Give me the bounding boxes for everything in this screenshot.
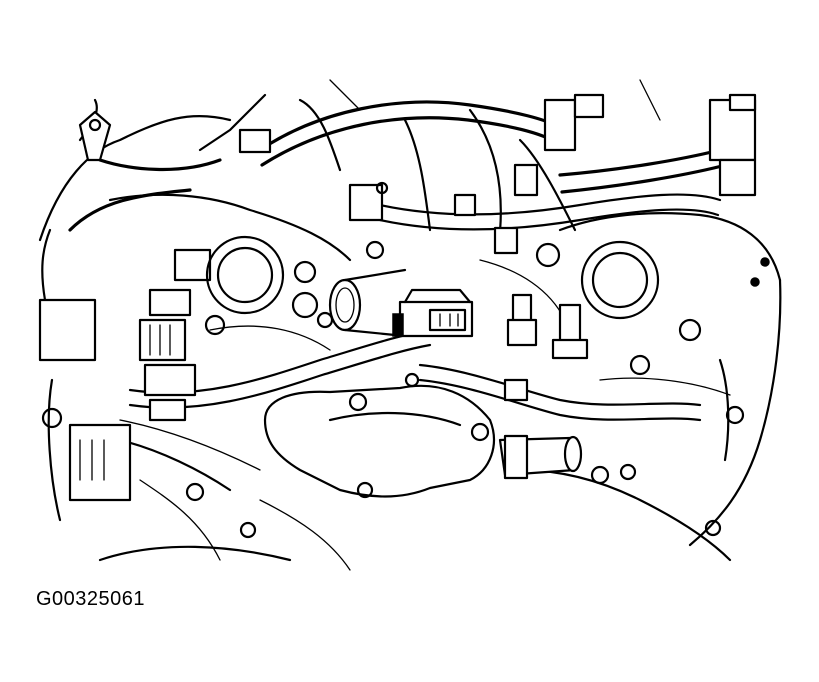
- left-port-flanges: [204, 235, 334, 336]
- lower-harness: [185, 358, 730, 539]
- engine-block-outline: [38, 79, 782, 571]
- central-sensor-connector: [392, 288, 474, 338]
- left-harness: [68, 98, 432, 492]
- upper-right-connectors: [493, 93, 757, 255]
- pipe-elbow: [328, 268, 407, 337]
- engine-line-drawing: [38, 79, 782, 571]
- outlet-pipe: [498, 434, 583, 480]
- thermostat-housing: [263, 372, 495, 499]
- figure-code: G00325061: [36, 588, 146, 610]
- right-sensor: [506, 293, 589, 360]
- right-port-flanges: [535, 240, 770, 425]
- upper-left-connectors: [238, 128, 477, 260]
- upper-hose: [258, 100, 724, 231]
- left-connector-stack: [38, 248, 212, 502]
